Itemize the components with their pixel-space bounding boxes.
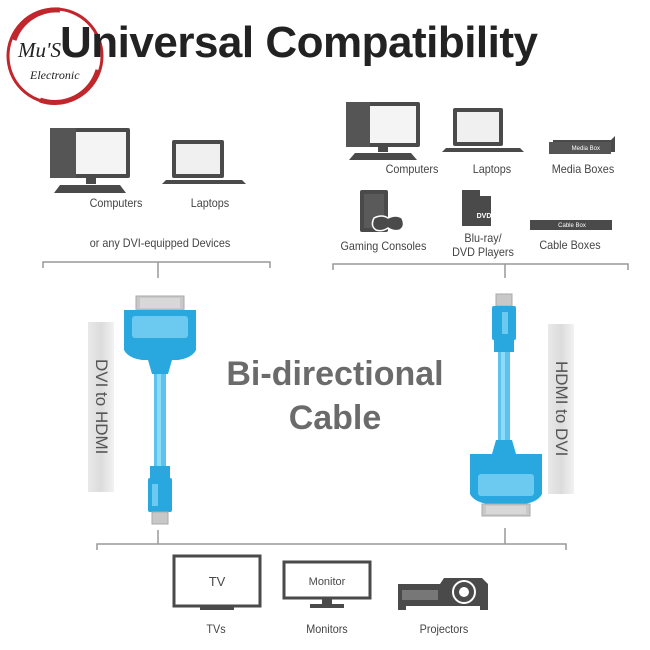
device-label-computers: Computers <box>89 196 143 210</box>
blu-ray-line2: DVD Players <box>452 245 514 259</box>
device-label-cable-boxes: Cable Boxes <box>539 238 601 252</box>
monitor-icon: Monitor <box>282 560 372 608</box>
hdmi-to-dvi-cable <box>470 293 542 517</box>
device-label-media-boxes: Media Boxes <box>551 162 615 176</box>
center-heading-line1: Bi-directional <box>226 355 444 393</box>
device-label-monitors: Monitors <box>306 622 348 636</box>
projector-icon <box>398 578 488 610</box>
hdmi-to-dvi-banner: HDMI to DVI <box>548 324 574 494</box>
device-label-laptops: Laptops <box>190 196 230 210</box>
dvd-label: DVD <box>477 213 492 220</box>
dvi-to-hdmi-banner: DVI to HDMI <box>88 322 114 492</box>
logo-brand-subtitle: Electronic <box>30 68 80 82</box>
hdmi-to-dvi-label: HDMI to DVI <box>552 361 571 457</box>
device-label-laptops: Laptops <box>472 162 512 176</box>
blu-ray-player-icon: DVD <box>462 190 491 226</box>
laptop-icon <box>442 108 524 152</box>
device-label-tvs: TVs <box>206 622 226 636</box>
laptop-icon <box>162 140 246 184</box>
dvi-to-hdmi-label: DVI to HDMI <box>92 359 111 455</box>
left-group-caption: or any DVI-equipped Devices <box>89 236 231 250</box>
cable-box-icon: Cable Box <box>530 220 612 230</box>
tv-screen-label: TV <box>209 574 226 589</box>
blu-ray-line1: Blu-ray/ <box>464 231 502 245</box>
device-label-gaming-consoles: Gaming Consoles <box>340 239 427 253</box>
computer-icon <box>50 128 130 193</box>
media-box-icon: Media Box <box>549 136 615 154</box>
center-heading: Bi-directional Cable <box>180 352 490 440</box>
logo-emblem <box>6 7 104 105</box>
dvi-to-hdmi-cable <box>124 295 196 525</box>
cable-box-label: Cable Box <box>558 223 586 229</box>
device-label-projectors: Projectors <box>419 622 469 636</box>
gaming-console-icon <box>360 190 405 232</box>
device-label-computers: Computers <box>385 162 439 176</box>
device-label-blu-ray: Blu-ray/ DVD Players <box>443 231 524 259</box>
page-title: Universal Compatibility <box>60 18 538 67</box>
computer-icon <box>346 102 420 160</box>
center-heading-line2: Cable <box>288 399 382 437</box>
tv-icon: TV <box>172 554 262 610</box>
monitor-screen-label: Monitor <box>309 576 346 588</box>
logo-brand-name: Mu'S <box>18 38 61 62</box>
media-box-label: Media Box <box>572 146 600 152</box>
